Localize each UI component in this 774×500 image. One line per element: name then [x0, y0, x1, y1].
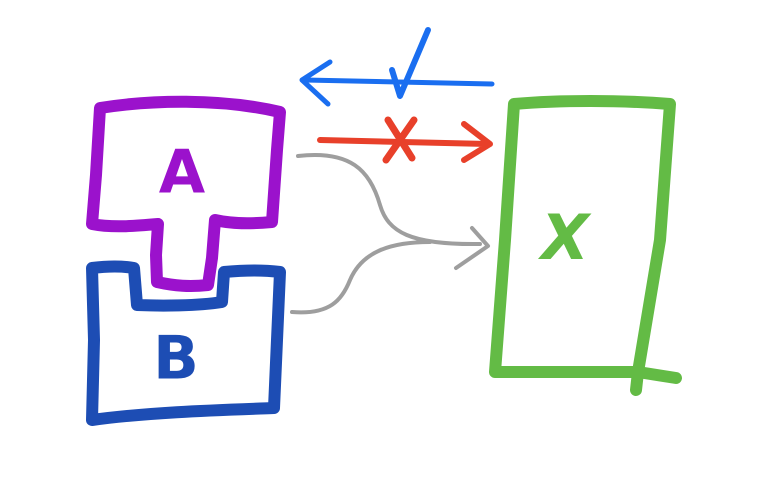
- combine-arrow-from-b: [290, 240, 432, 315]
- backward-arrow: [299, 27, 495, 107]
- forward-arrow: [317, 116, 493, 164]
- block-a: A: [86, 95, 286, 292]
- block-x-outline: [489, 95, 682, 396]
- block-a-outline: [86, 95, 286, 292]
- cross-icon: [382, 116, 418, 164]
- block-b-outline: [86, 260, 286, 426]
- block-x: X: [489, 95, 682, 396]
- combine-arrow-head: [454, 226, 490, 270]
- combine-arrow-from-a: [296, 153, 482, 247]
- combine-arrow: [290, 153, 490, 315]
- block-a-label: A: [159, 138, 206, 208]
- block-b-label: B: [153, 324, 199, 394]
- block-b: B: [86, 260, 286, 426]
- block-x-label: X: [537, 201, 592, 274]
- check-icon: [389, 27, 431, 99]
